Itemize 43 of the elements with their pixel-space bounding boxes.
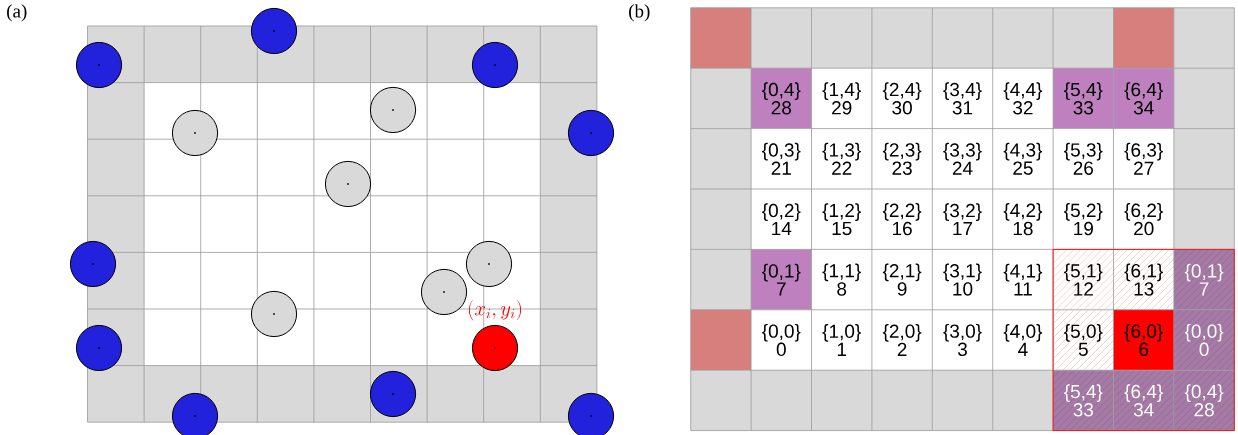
table-cell: {0,1} 7 [1173, 249, 1235, 310]
table-cell: {5,2} 19 [1053, 189, 1114, 250]
table-cell: {0,0} 0 [751, 309, 812, 371]
table-cell: {2,3} 23 [871, 128, 933, 189]
table-cell: {6,0} 6 [1113, 309, 1174, 371]
coordinate-label: $(x_i,y_i)$ [468, 299, 522, 321]
table-cell: {4,0} 4 [992, 309, 1054, 371]
table-cell: {4,1} 11 [992, 249, 1054, 310]
table-cell: {6,1} 13 [1113, 249, 1174, 310]
table-cell: {0,1} 7 [751, 249, 812, 310]
panel-label: (a) [7, 4, 27, 22]
table-cell: {1,2} 15 [811, 189, 872, 250]
table-cell: {5,3} 26 [1053, 128, 1114, 189]
table-cell: {1,0} 1 [811, 309, 872, 371]
table-cell: {5,4} 33 [1053, 68, 1114, 129]
table-cell: {1,4} 29 [811, 68, 872, 129]
table-cell: {3,1} 10 [932, 249, 993, 310]
table-cell: {3,3} 24 [932, 128, 993, 189]
table-cell: {1,3} 22 [811, 128, 872, 189]
table-cell: {2,1} 9 [871, 249, 933, 310]
table-cell: {3,4} 31 [932, 68, 993, 129]
table-cell: {6,2} 20 [1113, 189, 1174, 250]
table-cell: {6,4} 34 [1113, 370, 1174, 431]
table-cell: {5,0} 5 [1053, 309, 1114, 371]
table-cell: {5,4} 33 [1053, 370, 1114, 431]
table-cell: {0,2} 14 [751, 189, 812, 250]
table-cell: {2,4} 30 [871, 68, 933, 129]
table-cell: {5,1} 12 [1053, 249, 1114, 310]
table-cell: {4,4} 32 [992, 68, 1054, 129]
table-cell: {6,4} 34 [1113, 68, 1174, 129]
table-cell: {1,1} 8 [811, 249, 872, 310]
table-cell: {3,0} 3 [932, 309, 993, 371]
table-cell: {0,4} 28 [1173, 370, 1235, 431]
table-cell: {0,3} 21 [751, 128, 812, 189]
table-cell: {2,0} 2 [871, 309, 933, 371]
panel-label: (b) [629, 4, 650, 22]
table-cell: {4,2} 18 [992, 189, 1054, 250]
table-cell: {4,3} 25 [992, 128, 1054, 189]
table-cell: {6,3} 27 [1113, 128, 1174, 189]
table-cell: {2,2} 16 [871, 189, 933, 250]
table-cell: {0,0} 0 [1173, 309, 1235, 371]
table-cell: {0,4} 28 [751, 68, 812, 129]
table-cell: {3,2} 17 [932, 189, 993, 250]
